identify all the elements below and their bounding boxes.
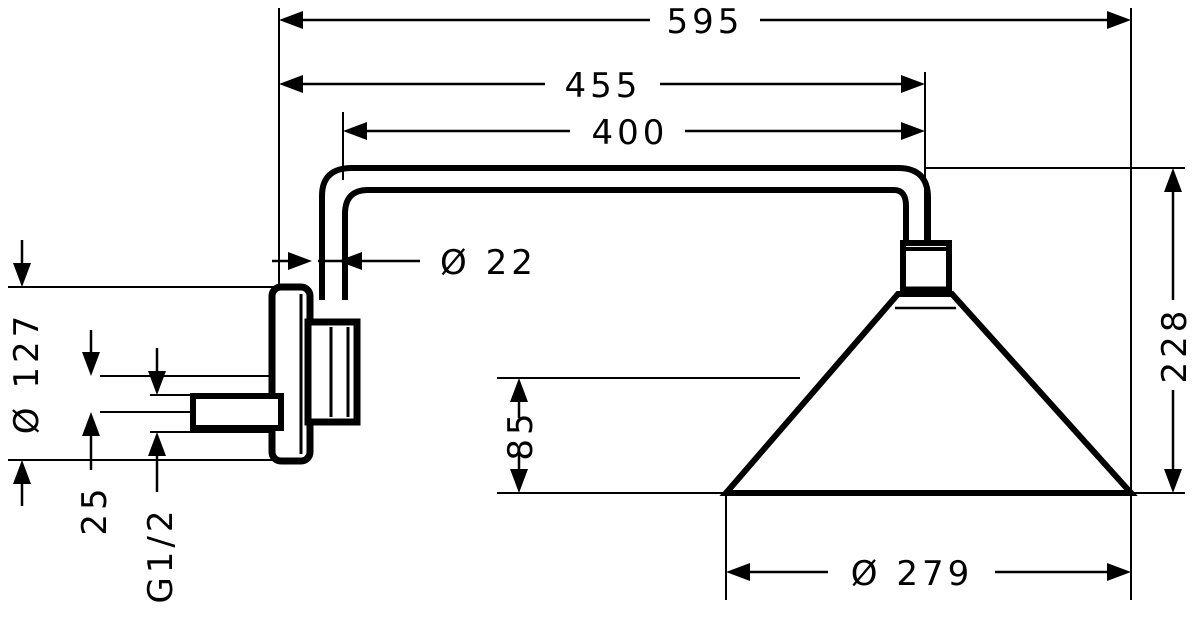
shower-arm-tube: [319, 165, 931, 300]
dimension-595: 595: [279, 2, 1131, 42]
dimension-85: 85: [501, 378, 541, 493]
arrowhead-right: [288, 252, 312, 270]
dimension-label-diameter-127: Ø 127: [7, 312, 47, 434]
dimension-400: 400: [343, 113, 925, 153]
arrowhead-up: [510, 378, 528, 402]
dimension-25: 25: [75, 330, 115, 536]
cone-body: [719, 291, 1138, 496]
arrowhead-left: [338, 252, 362, 270]
dimension-455: 455: [279, 66, 925, 106]
dimension-thread-g12: G1/2: [141, 348, 181, 604]
dimension-label-diameter-279: Ø 279: [851, 554, 973, 594]
tube-inner-wall: [342, 187, 909, 300]
arrowhead-down: [148, 371, 166, 395]
wall-flange: [268, 283, 314, 465]
dimension-label-228: 228: [1155, 307, 1195, 384]
arrowhead-left: [279, 75, 303, 93]
dimension-diameter-127: Ø 127: [7, 240, 47, 506]
connector-block: [304, 318, 361, 426]
dimension-label-595: 595: [667, 2, 744, 42]
arrowhead-up: [13, 460, 31, 484]
dimension-diameter-279: Ø 279: [726, 554, 1131, 594]
arrowhead-left: [343, 122, 367, 140]
flange-body: [268, 283, 314, 465]
dimension-label-85: 85: [501, 409, 541, 460]
inlet-stub: [190, 393, 284, 431]
arrowhead-down: [510, 469, 528, 493]
tube-outer-wall: [319, 165, 931, 300]
arrowhead-left: [279, 11, 303, 29]
arrowhead-right: [901, 122, 925, 140]
arrowhead-up: [82, 412, 100, 436]
arrowhead-right: [1107, 11, 1131, 29]
arrowhead-down: [1164, 469, 1182, 493]
shower-head-cone: [719, 291, 1138, 496]
dimension-label-thread-g12: G1/2: [141, 506, 181, 603]
arrowhead-up: [148, 432, 166, 456]
arrowhead-up: [1164, 168, 1182, 192]
arrowhead-left: [726, 563, 750, 581]
shower-head-neck: [900, 240, 952, 298]
arrowhead-down: [82, 352, 100, 376]
dimension-label-diameter-22: Ø 22: [440, 243, 537, 283]
arrowhead-right: [1107, 563, 1131, 581]
dimension-diameter-22: Ø 22: [272, 243, 537, 283]
dimension-228: 228: [1155, 168, 1195, 493]
arrowhead-down: [13, 263, 31, 287]
inlet-stub-body: [190, 393, 284, 431]
dimension-label-400: 400: [592, 113, 669, 153]
dimension-label-455: 455: [565, 66, 642, 106]
arrowhead-right: [901, 75, 925, 93]
dimension-label-25: 25: [75, 484, 115, 535]
